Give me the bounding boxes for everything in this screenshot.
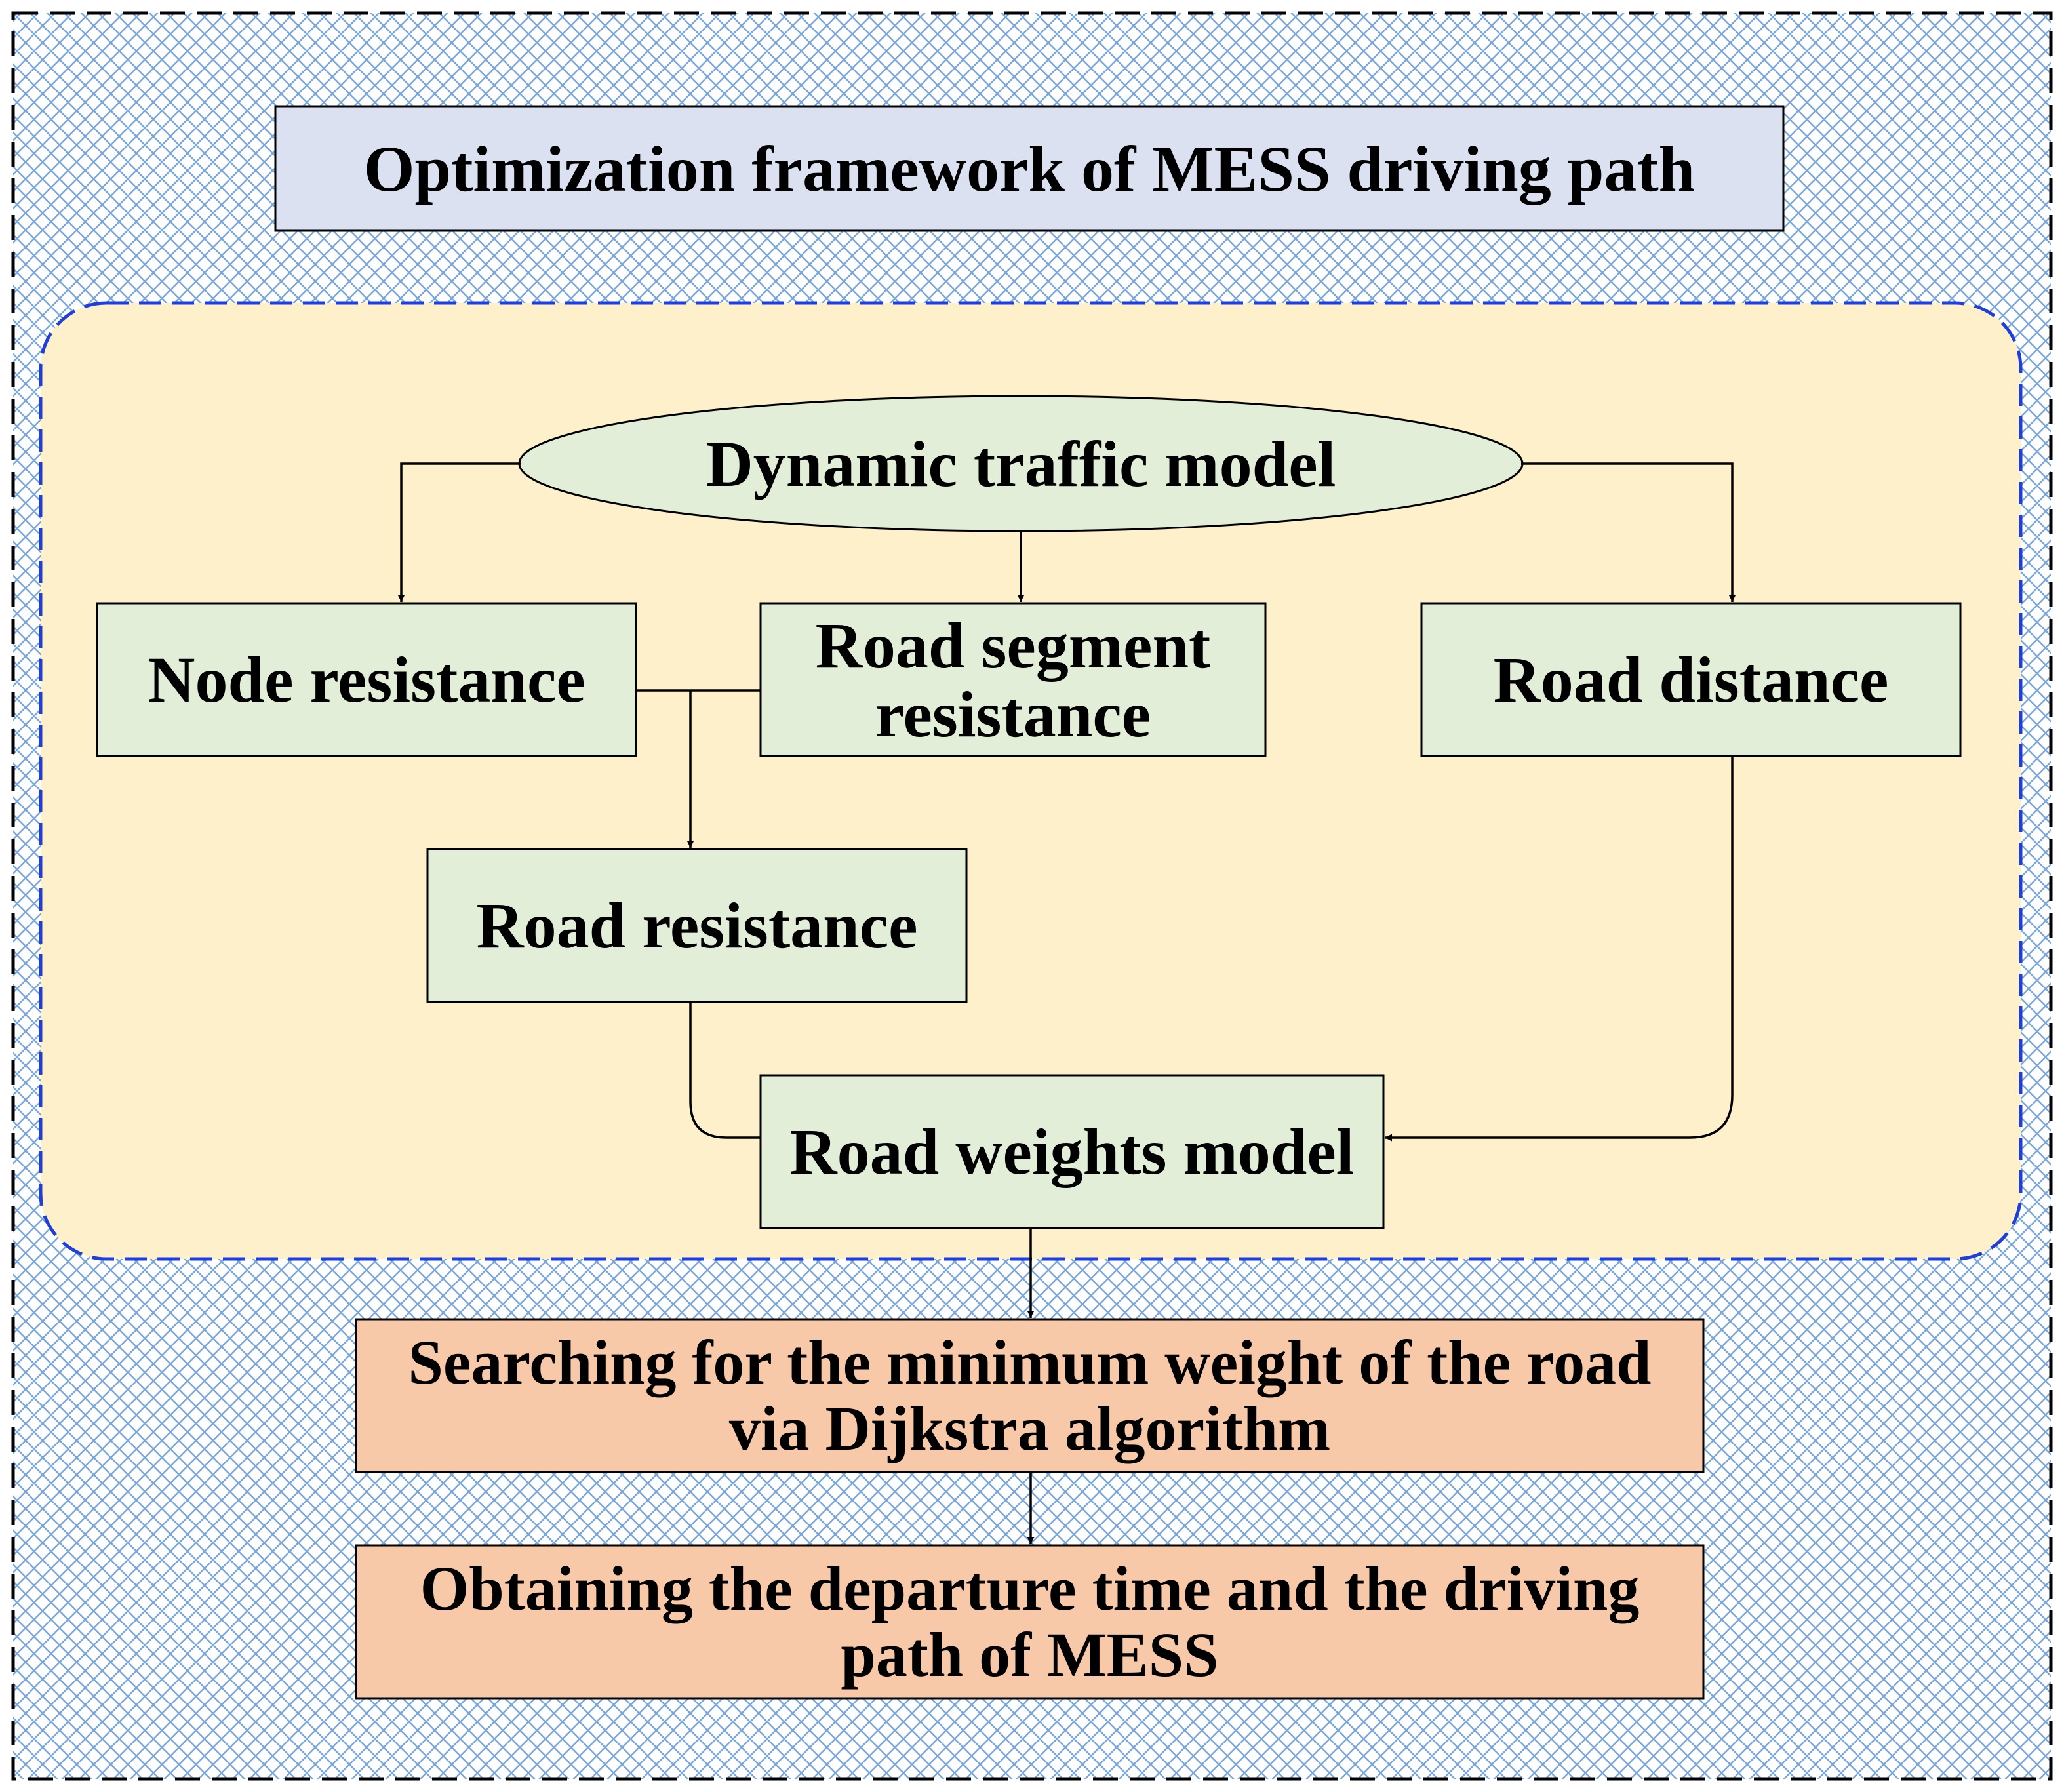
node-resistance-label: Node resistance <box>148 643 585 716</box>
dijkstra-search-box <box>355 1318 1705 1473</box>
road-weights-model-label: Road weights model <box>789 1115 1355 1188</box>
node-resistance-box <box>96 602 637 757</box>
title-box <box>274 105 1785 232</box>
road-distance-box <box>1420 602 1962 757</box>
road-weights-model-box <box>759 1074 1385 1229</box>
road-distance-label: Road distance <box>1493 643 1889 716</box>
departure-result-label: Obtaining the departure time and the dri… <box>420 1553 1640 1690</box>
road-segment-resistance-box <box>759 602 1267 757</box>
connector-ellipse-to-road-distance <box>1521 462 1736 602</box>
dynamic-traffic-model-label: Dynamic traffic model <box>705 427 1336 500</box>
connector-ellipse-to-node-resistance <box>397 462 521 602</box>
road-segment-resistance-label: Road segment resistance <box>815 608 1211 751</box>
connector-road-resistance-to-weights <box>689 1002 761 1139</box>
dijkstra-search-label: Searching for the minimum weight of the … <box>408 1326 1652 1463</box>
outer-frame <box>11 11 2053 1781</box>
departure-result-box <box>355 1544 1705 1700</box>
page-title: Optimization framework of MESS driving p… <box>363 132 1696 205</box>
road-resistance-label: Road resistance <box>476 889 918 962</box>
connector-road-distance-to-weights <box>1385 756 1734 1142</box>
road-resistance-box <box>426 848 968 1003</box>
